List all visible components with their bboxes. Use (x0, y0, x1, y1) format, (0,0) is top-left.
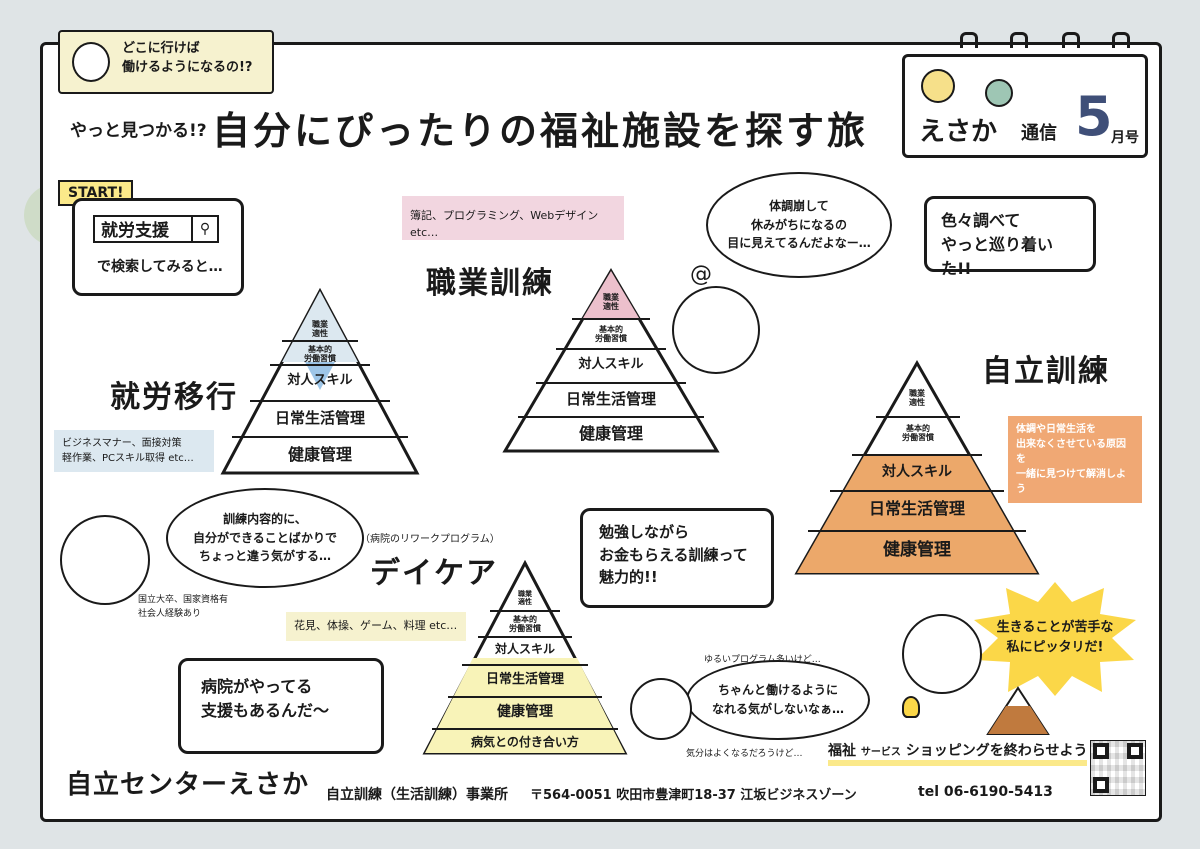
shuro-bubble: 訓練内容的に、 自分ができることばかりで ちょっと違う気がする… (166, 488, 364, 588)
search-input[interactable]: 就労支援 ⚲ (93, 215, 219, 243)
pyramid-daycare-social: 対人スキル (478, 636, 572, 662)
pyramid-shuro-daily: 日常生活管理 (250, 400, 390, 436)
newsletter-label: 通信 (1021, 123, 1057, 144)
shuro-note: ビジネスマナー、面接対策 軽作業、PCスキル取得 etc… (54, 430, 214, 472)
pyramid-jiritsu (794, 360, 1040, 575)
pyramid-shuro-aptitude: 職業 適性 (312, 319, 328, 338)
slogan-b: サービス (860, 747, 901, 758)
phone-number[interactable]: tel 06-6190-5413 (918, 784, 1053, 800)
pyramid-shokugyo-social: 対人スキル (556, 348, 666, 380)
pyramid-jiritsu-social: 対人スキル (852, 454, 982, 488)
surprised-face-icon (72, 42, 110, 82)
pyramid-shuro-health: 健康管理 (232, 436, 408, 472)
daycare-person-note: 気分はよくなるだろうけど… (686, 749, 803, 759)
pyramid-jiritsu-basic: 基本的 労働習慣 (876, 416, 960, 448)
pyramid-shuro-social: 対人スキル (270, 364, 370, 396)
person-daycare-icon (630, 678, 692, 740)
newsletter-month: 5 (1075, 85, 1113, 148)
pyramid-daycare-basic: 基本的 労働習慣 (490, 610, 560, 636)
binder-ring (1010, 32, 1028, 48)
person-shokugyo-icon (672, 286, 760, 374)
pyramid-shokugyo-health: 健康管理 (518, 416, 704, 450)
qr-code-icon[interactable] (1090, 740, 1146, 796)
daycare-note: 花見、体操、ゲーム、料理 etc… (286, 612, 466, 641)
org-name: 自立センターえさか (66, 770, 310, 800)
dizzy-icon: @ (690, 262, 712, 287)
pyramid-jiritsu-daily: 日常生活管理 (830, 490, 1004, 526)
pyramid-shuro-basic: 基本的 労働習慣 (282, 340, 358, 366)
sun-icon (921, 69, 955, 103)
person-shuro-icon (60, 515, 150, 605)
binder-ring (1062, 32, 1080, 48)
pyramid-shokugyo-aptitude: 職業 適性 (603, 292, 619, 311)
pyramid-daycare-illness: 病気との付き合い方 (432, 728, 618, 756)
mini-pyramid-icon (986, 686, 1050, 735)
pyramid-daycare-health: 健康管理 (448, 696, 602, 726)
slogan: 福祉 サービス ショッピングを終わらせよう (828, 740, 1088, 766)
newsletter-name: えさか (919, 117, 998, 147)
search-box: 就労支援 ⚲ で検索してみると… (72, 198, 244, 296)
section-title-jiritsu: 自立訓練 (982, 354, 1110, 389)
title-lead: やっと見つかる!? (70, 121, 207, 141)
section-title-shuro: 就労移行 (110, 380, 238, 415)
pyramid-jiritsu-aptitude: 職業 適性 (909, 388, 925, 407)
search-text: 就労支援 (101, 221, 169, 241)
binder-ring (960, 32, 978, 48)
shokugyo-bubble: 体調崩して 休みがちになるの 目に見えてるんだよなー… (706, 172, 892, 278)
pyramid-shokugyo-daily: 日常生活管理 (536, 382, 686, 416)
jiritsu-note: 体調や日常生活を 出来なくさせている原因を 一緒に見つけて解消しよう (1008, 416, 1142, 503)
shuro-person-note: 国立大卒、国家資格有 社会人経験あり (138, 595, 229, 619)
slogan-a: 福祉 (828, 743, 856, 759)
pyramid-daycare-aptitude: 職業 適性 (518, 589, 532, 606)
burst-text: 生きることが苦手な 私にピッタリだ! (996, 620, 1114, 655)
page-title: 自分にぴったりの福祉施設を探す旅 (212, 109, 869, 153)
address: 〒564-0051 吹田市豊津町18-37 江坂ビジネスゾーン (530, 788, 857, 803)
search-icon[interactable]: ⚲ (191, 217, 217, 241)
pyramid-shuro (220, 288, 420, 475)
question-text: どこに行けば 働けるようになるの!? (122, 41, 253, 75)
burst-shape (974, 582, 1136, 696)
facility-type: 自立訓練（生活訓練）事業所 (326, 787, 508, 803)
pyramid-daycare-daily: 日常生活管理 (462, 664, 588, 694)
lightbulb-icon (902, 696, 920, 718)
pyramid-shokugyo-basic: 基本的 労働習慣 (572, 318, 650, 348)
section-title-shokugyo: 職業訓練 (426, 266, 554, 301)
slogan-c: ショッピングを終わらせよう (905, 743, 1088, 759)
newsletter-month-suffix: 月号 (1111, 130, 1139, 146)
search-caption: で検索してみると… (97, 259, 223, 275)
shokugyo-note: 簿記、プログラミング、Webデザイン etc… (402, 196, 624, 240)
newsletter-box: えさか 通信 5 月号 (902, 54, 1148, 158)
money-box: 勉強しながら お金もらえる訓練って 魅力的!! (580, 508, 774, 608)
daycare-subtitle: （病院のリワークプログラム） (360, 534, 500, 545)
pyramid-jiritsu-health: 健康管理 (808, 530, 1026, 570)
person-jiritsu-icon (902, 614, 982, 694)
section-title-daycare: デイケア (370, 556, 498, 591)
daycare-bubble: ちゃんと働けるように なれる気がしないなぁ… (686, 660, 870, 740)
jiritsu-box: 色々調べて やっと巡り着いた!! (924, 196, 1096, 278)
hospital-box: 病院がやってる 支援もあるんだ〜 (178, 658, 384, 754)
pyramid-shokugyo (502, 268, 720, 453)
binder-ring (1112, 32, 1130, 48)
question-note: どこに行けば 働けるようになるの!? (58, 30, 274, 94)
earth-icon (985, 79, 1013, 107)
